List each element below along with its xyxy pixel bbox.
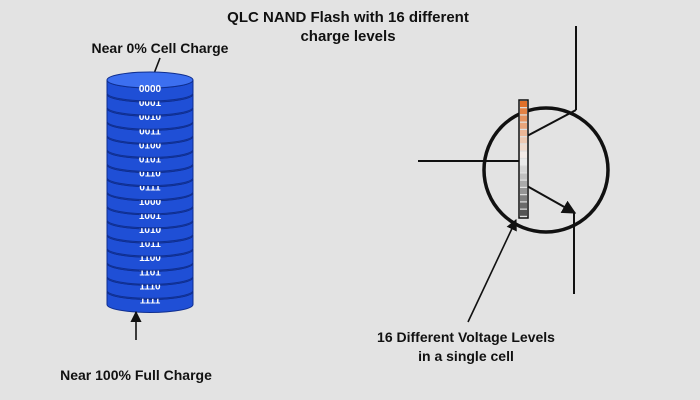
charge-disk: 0000 [106, 71, 194, 102]
voltage-level-segment [520, 108, 527, 115]
transistor-circle [482, 106, 610, 234]
transistor-symbol [418, 26, 610, 294]
charge-level-code: 1100 [139, 253, 161, 264]
charge-level-code: 1110 [139, 281, 161, 292]
charge-level-code: 0100 [139, 140, 162, 151]
diagram-title-line2: charge levels [300, 28, 395, 45]
voltage-label-line2: in a single cell [418, 348, 514, 364]
collector-diagonal [526, 109, 577, 137]
charge-level-code: 1001 [139, 211, 162, 222]
voltage-level-segment [520, 173, 527, 180]
charge-level-code: 1010 [139, 225, 162, 236]
emitter-diagonal [526, 185, 577, 214]
charge-level-code: 1101 [139, 267, 161, 278]
charge-level-code: 0010 [139, 112, 162, 123]
voltage-level-segment [520, 195, 527, 202]
voltage-level-segment [520, 115, 527, 122]
charge-level-stack: 1111 1110 1101 1100 1011 1010 1001 1000 0111 0110… [106, 71, 194, 313]
voltage-level-segment [520, 144, 527, 151]
voltage-level-segment [520, 166, 527, 173]
voltage-level-segment [520, 130, 527, 137]
voltage-level-segment [520, 137, 527, 144]
charge-level-code: 0110 [139, 169, 161, 180]
voltage-level-segment [520, 209, 527, 216]
charge-disk-top [106, 71, 194, 89]
voltage-level-bar [520, 101, 527, 216]
charge-level-code: 0111 [139, 183, 161, 194]
voltage-level-segment [520, 202, 527, 209]
voltage-level-segment [520, 122, 527, 129]
charge-level-code: 1000 [139, 197, 162, 208]
charge-level-code: 0101 [139, 155, 162, 166]
voltage-level-segment [520, 151, 527, 158]
charge-level-code: 0011 [139, 126, 161, 137]
voltage-level-segment [520, 188, 527, 195]
bottom-charge-label: Near 100% Full Charge [60, 367, 212, 383]
charge-level-code: 0000 [139, 84, 162, 95]
voltage-level-segment [520, 180, 527, 187]
voltage-level-segment [520, 101, 527, 108]
voltage-arrow [467, 218, 517, 323]
charge-level-code: 1111 [140, 296, 161, 307]
diagram-title-line1: QLC NAND Flash with 16 different [227, 9, 469, 26]
top-charge-label: Near 0% Cell Charge [92, 40, 229, 56]
charge-level-code: 1011 [139, 239, 161, 250]
voltage-level-segment [520, 159, 527, 166]
voltage-label-line1: 16 Different Voltage Levels [377, 329, 555, 345]
charge-level-code: 0001 [139, 98, 162, 109]
